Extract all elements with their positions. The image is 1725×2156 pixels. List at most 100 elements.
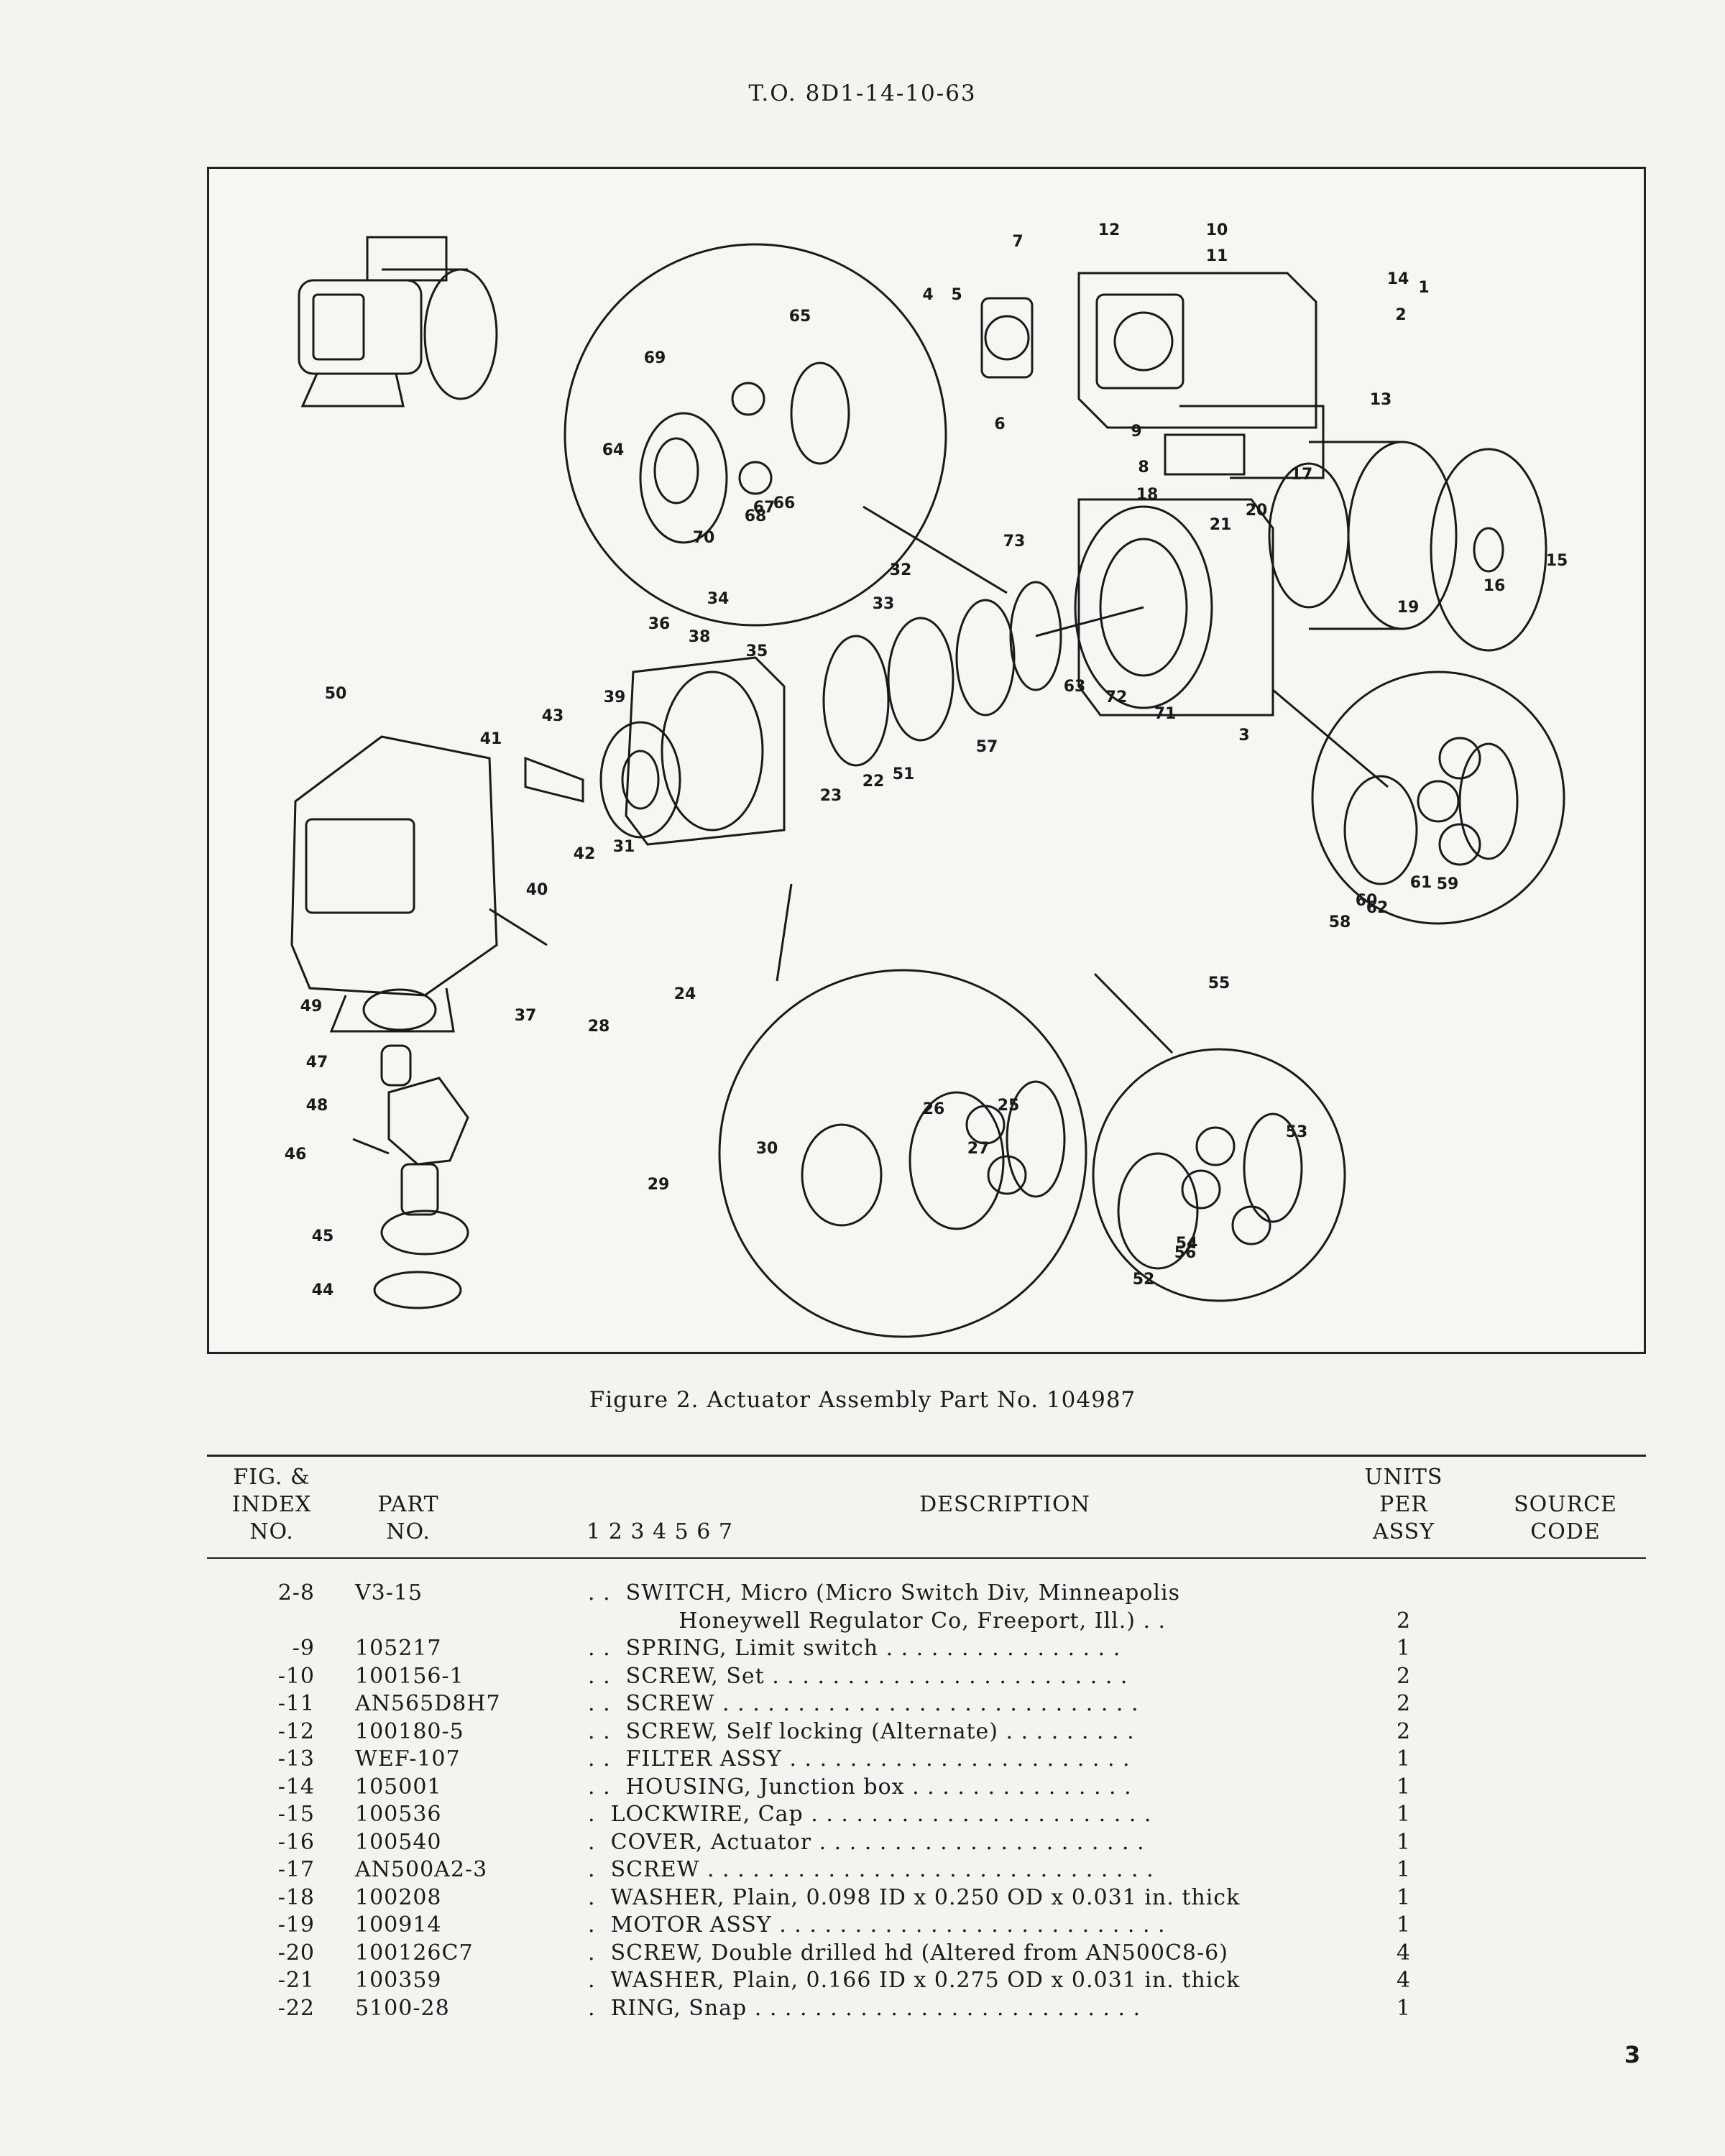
row-index: -17: [277, 1857, 315, 1882]
callout-number: 53: [1286, 1123, 1308, 1141]
callout-number: 40: [526, 881, 548, 899]
row-index: -9: [292, 1636, 315, 1661]
exploded-view-drawing: 1234567891011121314151617181920212223242…: [285, 221, 1568, 1338]
callout-number: 56: [1174, 1244, 1197, 1262]
detail-circle-d: [718, 969, 1087, 1338]
row-description: . WASHER, Plain, 0.166 ID x 0.275 OD x 0…: [588, 1968, 1241, 1993]
callout-number: 51: [893, 765, 915, 783]
document-number: T.O. 8D1-14-10-63: [748, 80, 977, 106]
row-part-number: 100180-5: [355, 1718, 464, 1744]
row-units: 1: [1396, 1802, 1412, 1827]
callout-number: 32: [890, 561, 912, 579]
table-header: FIG. & INDEX NO. PART NO. 1 2 3 4 5 6 7 …: [207, 1457, 1646, 1554]
row-index: -22: [277, 1995, 315, 2021]
row-part-number: 105217: [355, 1636, 442, 1661]
callout-number: 50: [325, 685, 347, 703]
callout-number: 71: [1154, 705, 1177, 723]
callout-number: 64: [602, 441, 625, 459]
callout-number: 14: [1387, 270, 1409, 288]
callout-number: 47: [306, 1054, 328, 1072]
table-header-rule: [207, 1557, 1646, 1559]
row-index: -16: [277, 1829, 315, 1855]
callout-number: 23: [820, 787, 842, 805]
callout-number: 58: [1329, 913, 1351, 931]
row-units: 1: [1396, 1829, 1412, 1855]
callout-number: 21: [1210, 516, 1232, 534]
table-row: -13 WEF-107 . . FILTER ASSY . . . . . . . …: [207, 1746, 1646, 1774]
callout-number: 68: [745, 507, 767, 525]
col-header-levels: 1 2 3 4 5 6 7: [586, 1519, 733, 1544]
callout-number: 65: [789, 308, 811, 326]
col-header-source: SOURCE CODE: [1514, 1492, 1617, 1544]
callout-number: 1: [1418, 279, 1429, 297]
row-index: -13: [277, 1746, 315, 1772]
col-header-description: DESCRIPTION: [919, 1492, 1090, 1517]
callout-number: 30: [756, 1140, 778, 1158]
row-part-number: 100156-1: [355, 1663, 464, 1689]
callout-number: 66: [773, 494, 796, 512]
callout-number: 41: [480, 730, 502, 748]
callout-number: 38: [689, 628, 711, 646]
row-description: . . SCREW . . . . . . . . . . . . . . . …: [588, 1691, 1139, 1716]
row-description: . . SPRING, Limit switch . . . . . . . .…: [588, 1636, 1121, 1661]
row-description: . . FILTER ASSY . . . . . . . . . . . . …: [588, 1746, 1131, 1772]
figure-caption: Figure 2. Actuator Assembly Part No. 104…: [589, 1387, 1136, 1413]
callout-number: 62: [1366, 899, 1389, 917]
callout-number: 55: [1208, 975, 1230, 992]
callout-number: 42: [574, 845, 596, 863]
row-units: 2: [1396, 1691, 1412, 1716]
row-part-number: 100208: [355, 1884, 442, 1910]
callout-number: 18: [1136, 486, 1159, 504]
row-description: . . HOUSING, Junction box . . . . . . . …: [588, 1774, 1132, 1800]
row-description: . COVER, Actuator . . . . . . . . . . . …: [588, 1829, 1145, 1855]
row-part-number: 100540: [355, 1829, 442, 1855]
callout-number: 25: [998, 1097, 1020, 1115]
callout-number: 33: [873, 595, 895, 613]
row-index: -12: [277, 1718, 315, 1744]
callout-number: 52: [1133, 1271, 1155, 1289]
row-part-number: 100536: [355, 1802, 442, 1827]
row-units: 2: [1396, 1663, 1412, 1689]
callout-number: 60: [1356, 892, 1378, 910]
callout-number: 7: [1012, 233, 1023, 251]
table-top-rule: [207, 1455, 1646, 1457]
row-description: . SCREW, Double drilled hd (Altered from…: [588, 1940, 1228, 1966]
row-units: 2: [1396, 1718, 1412, 1744]
callout-number: 46: [285, 1146, 307, 1164]
row-part-number: V3-15: [355, 1580, 423, 1606]
callout-number: 24: [674, 985, 696, 1003]
callout-number: 59: [1437, 875, 1459, 893]
callout-number: 28: [588, 1018, 610, 1036]
callout-number: 17: [1291, 466, 1313, 484]
detail-circle-c: [1092, 1048, 1346, 1302]
row-description: . MOTOR ASSY . . . . . . . . . . . . . .…: [588, 1912, 1166, 1938]
row-index: -18: [277, 1884, 315, 1910]
col-header-part: PART NO.: [377, 1492, 439, 1544]
callout-number: 3: [1238, 727, 1249, 745]
callout-number: 27: [967, 1140, 990, 1158]
row-part-number: 100359: [355, 1968, 442, 1993]
row-index: -20: [277, 1940, 315, 1966]
row-index: -11: [277, 1691, 315, 1716]
callout-number: 6: [994, 415, 1005, 433]
row-units: 2: [1396, 1608, 1412, 1634]
row-part-number: WEF-107: [355, 1746, 461, 1772]
callout-number: 72: [1105, 688, 1128, 706]
callout-number: 36: [648, 615, 671, 633]
row-index: -15: [277, 1802, 315, 1827]
callout-number: 19: [1397, 599, 1420, 617]
callout-number: 69: [644, 349, 666, 367]
col-header-index: FIG. & INDEX NO.: [231, 1465, 312, 1544]
row-units: 1: [1396, 1774, 1412, 1800]
row-index: -19: [277, 1912, 315, 1938]
row-units: 1: [1396, 1857, 1412, 1882]
